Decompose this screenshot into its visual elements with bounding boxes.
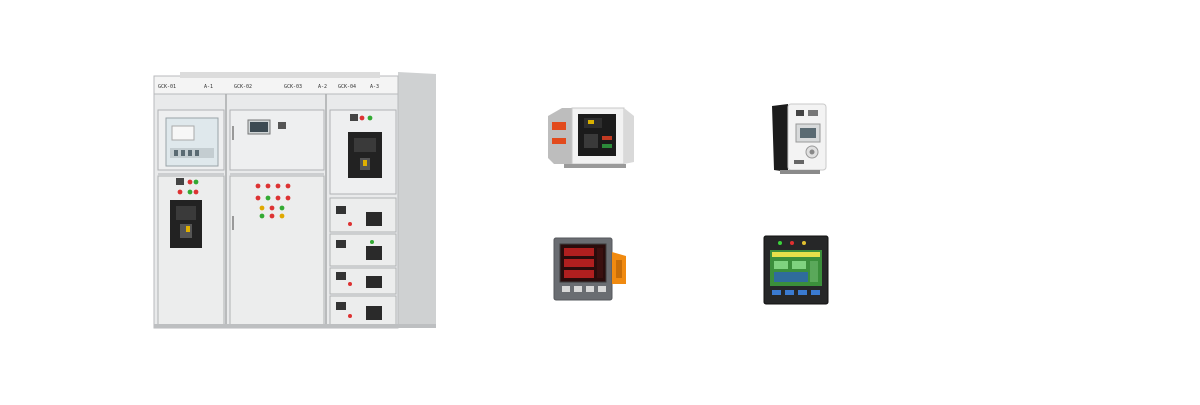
monitoring-display bbox=[762, 234, 832, 306]
motor-protector-icon bbox=[772, 103, 827, 174]
air-circuit-breaker-icon bbox=[548, 107, 634, 168]
switchgear-cabinet-icon: GCK-01 A-1 GCK-02 GCK-03 A-2 GCK-04 A-3 bbox=[153, 72, 436, 329]
svg-text:GCK-03: GCK-03 bbox=[284, 84, 302, 90]
motor-protector bbox=[766, 100, 832, 176]
monitoring-display-icon bbox=[763, 235, 829, 305]
switchgear-cabinet: GCK-01 A-1 GCK-02 GCK-03 A-2 GCK-04 A-3 bbox=[150, 66, 442, 332]
svg-text:GCK-01: GCK-01 bbox=[158, 84, 176, 90]
svg-text:A-2: A-2 bbox=[318, 84, 327, 90]
svg-text:GCK-04: GCK-04 bbox=[338, 84, 356, 90]
svg-text:A-1: A-1 bbox=[204, 84, 213, 90]
multifunction-meter-icon bbox=[553, 237, 626, 301]
svg-text:GCK-02: GCK-02 bbox=[234, 84, 252, 90]
air-circuit-breaker bbox=[544, 102, 638, 172]
svg-text:A-3: A-3 bbox=[370, 84, 379, 90]
multifunction-meter bbox=[550, 234, 638, 304]
